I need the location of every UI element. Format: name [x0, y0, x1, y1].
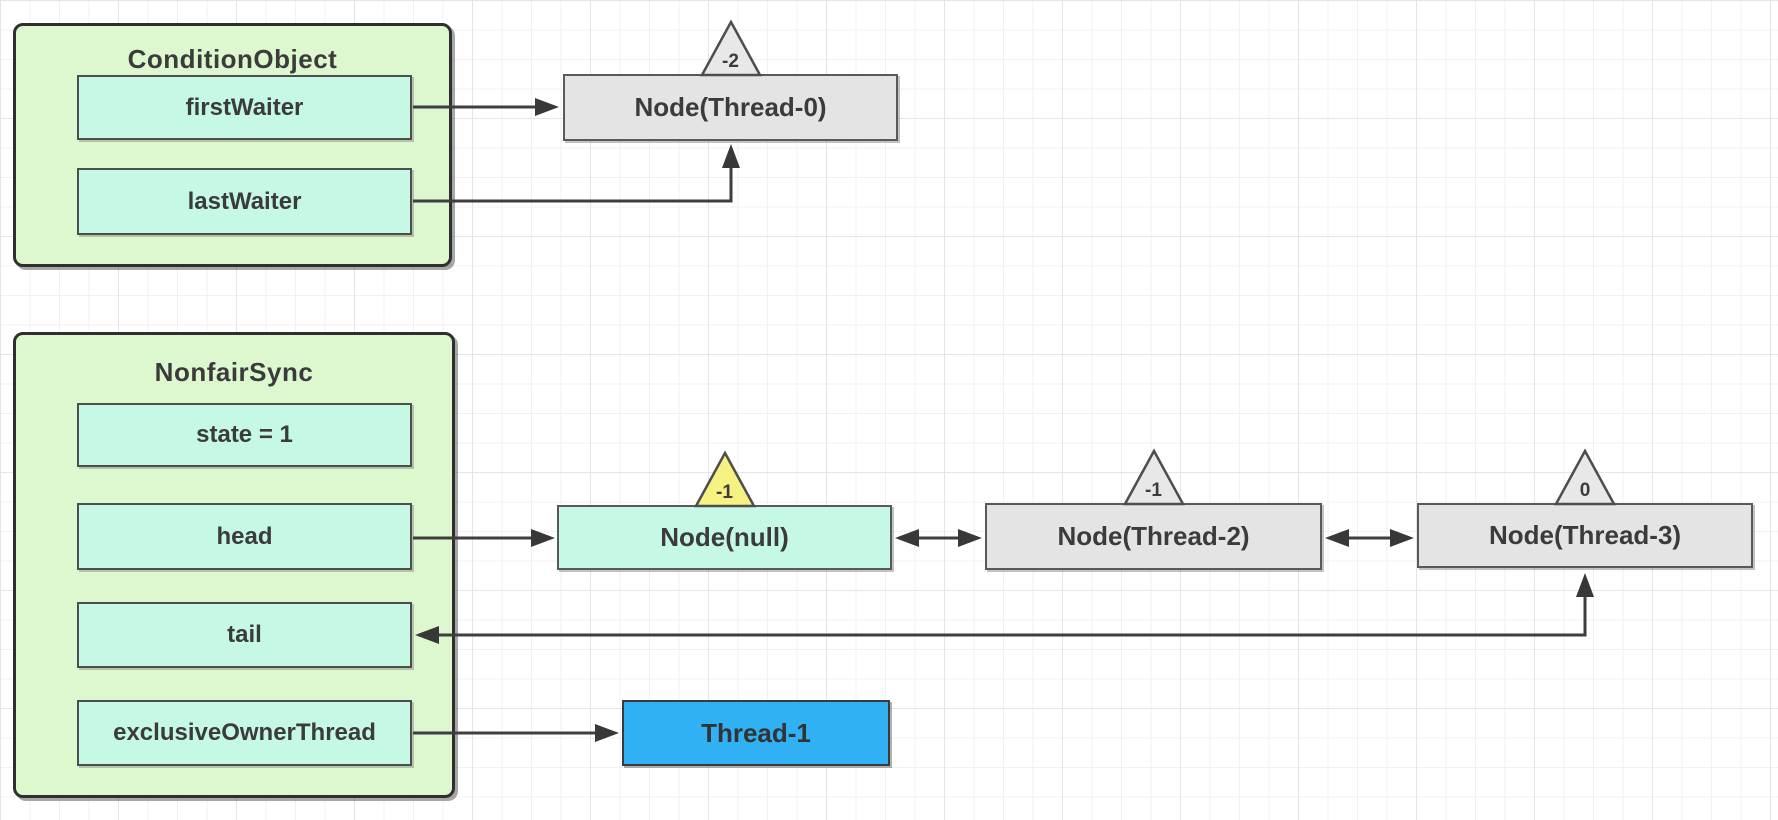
field-exclusive-owner-thread-label: exclusiveOwnerThread [113, 719, 376, 746]
nonfair-sync-box[interactable]: NonfairSync state = 1 head tail exclusiv… [13, 332, 455, 798]
thread-1-box[interactable]: Thread-1 [622, 700, 890, 766]
arrowhead-into-nodethread2-right [1325, 529, 1349, 547]
triangle-icon [699, 19, 762, 77]
arrowhead-into-nodenull-right [895, 529, 919, 547]
arrowhead-into-node0-bottom [722, 144, 740, 168]
triangle-icon [1122, 448, 1185, 506]
node-thread-3-waitstatus: 0 [1579, 480, 1591, 501]
thread-1-label: Thread-1 [701, 717, 811, 748]
node-thread-0[interactable]: -2 Node(Thread-0) [563, 19, 898, 141]
arrowhead-into-nodenull-left [531, 529, 555, 547]
condition-object-title: ConditionObject [127, 44, 338, 74]
arrow-tail-nodethread3 [433, 591, 1587, 637]
node-null-waitstatus: -1 [716, 482, 733, 503]
field-state-label: state = 1 [196, 421, 293, 448]
arrowhead-into-nodethread3-bottom [1576, 573, 1594, 597]
arrowhead-into-thread1 [595, 724, 619, 742]
field-head[interactable]: head [77, 503, 412, 570]
node-thread-3-waitstatus-badge: 0 [1553, 448, 1617, 506]
field-head-label: head [216, 522, 273, 550]
node-thread-0-waitstatus: -2 [722, 51, 739, 72]
field-tail[interactable]: tail [77, 602, 412, 668]
field-exclusive-owner-thread[interactable]: exclusiveOwnerThread [77, 700, 412, 766]
node-thread-2-waitstatus-badge: -1 [1122, 448, 1186, 506]
field-first-waiter[interactable]: firstWaiter [77, 75, 412, 140]
field-first-waiter-label: firstWaiter [185, 93, 304, 121]
node-thread-2-label: Node(Thread-2) [1057, 521, 1250, 551]
arrow-lastwaiter-to-node0 [413, 163, 733, 203]
node-thread-2-waitstatus: -1 [1145, 480, 1162, 501]
arrowhead-into-node0-left [535, 98, 559, 116]
nonfair-sync-title: NonfairSync [154, 357, 314, 387]
field-state[interactable]: state = 1 [77, 403, 412, 467]
triangle-icon [693, 450, 756, 508]
node-thread-3[interactable]: 0 Node(Thread-3) [1417, 448, 1753, 568]
node-thread-3-label: Node(Thread-3) [1488, 520, 1682, 550]
node-null-label: Node(null) [660, 522, 789, 552]
node-thread-2[interactable]: -1 Node(Thread-2) [985, 448, 1322, 570]
field-tail-label: tail [227, 621, 262, 648]
condition-object-box[interactable]: ConditionObject firstWaiter lastWaiter [13, 23, 452, 267]
node-null[interactable]: -1 Node(null) [557, 450, 892, 570]
node-thread-0-waitstatus-badge: -2 [699, 19, 763, 77]
triangle-icon [1553, 448, 1617, 506]
field-last-waiter-label: lastWaiter [187, 187, 302, 215]
node-thread-0-label: Node(Thread-0) [634, 92, 827, 122]
node-null-waitstatus-badge: -1 [693, 450, 757, 508]
arrowhead-into-nodethread3-left [1390, 529, 1414, 547]
field-last-waiter[interactable]: lastWaiter [77, 168, 412, 235]
arrowhead-into-nodethread2-left [958, 529, 982, 547]
